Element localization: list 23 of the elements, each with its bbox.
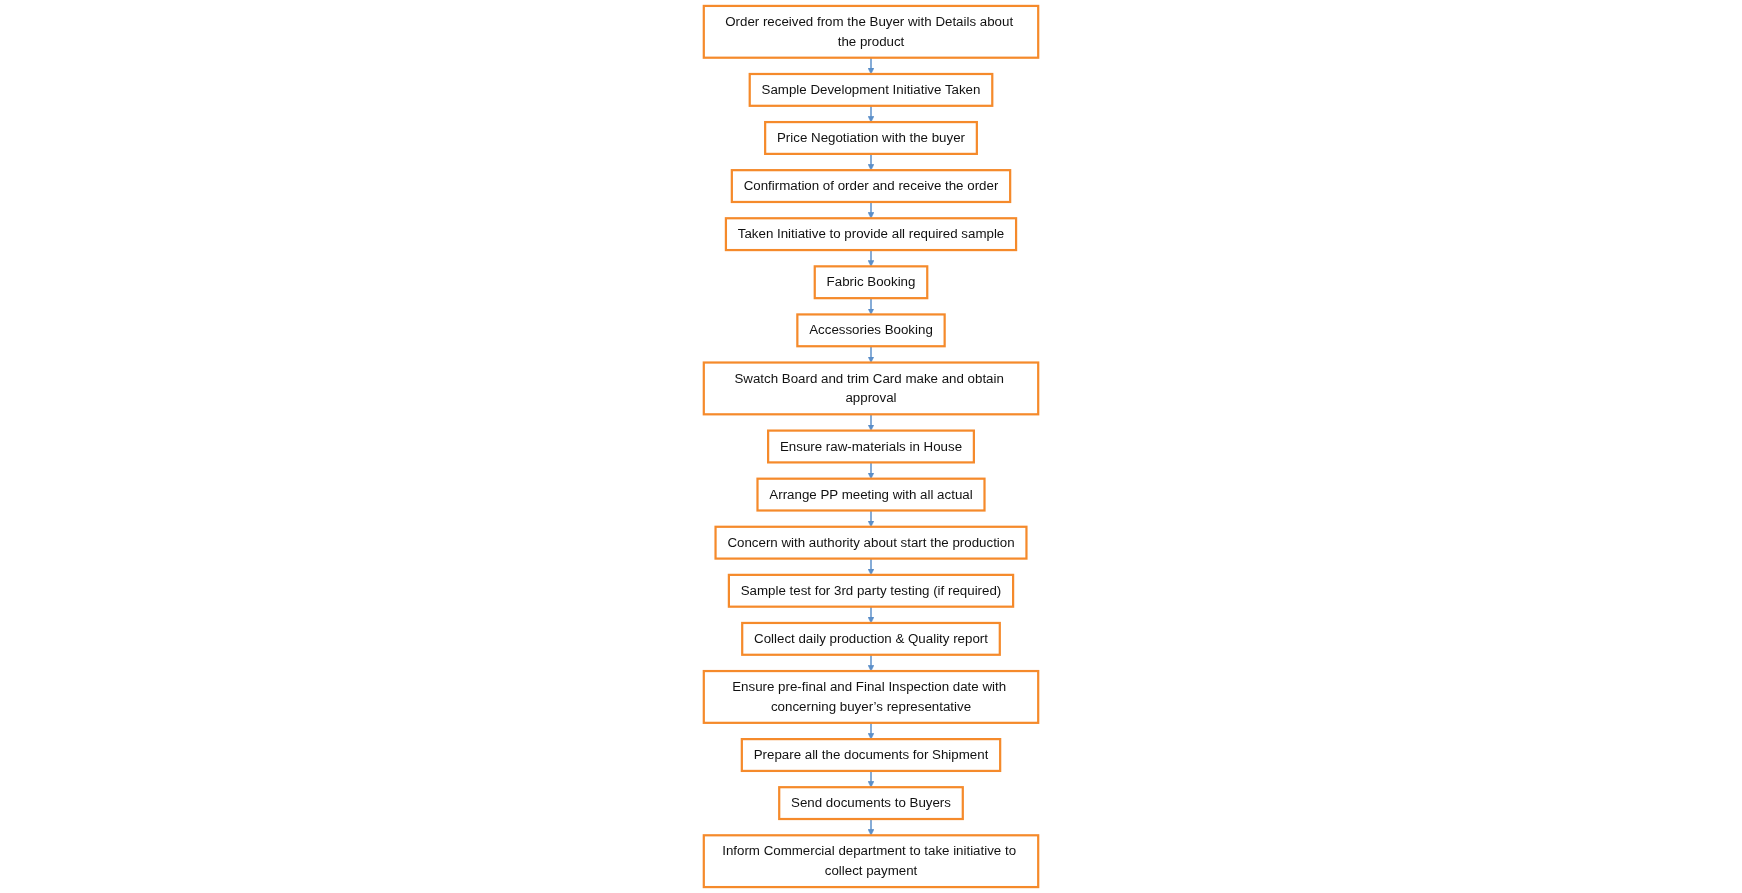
node-box: Collect daily production & Quality report [741, 621, 1001, 656]
node-box: Price Negotiation with the buyer [764, 120, 978, 155]
node-box: Inform Commercial department to take initiative to collect payment [702, 834, 1040, 889]
node-box: Sample test for 3rd party testing (if required) [727, 573, 1015, 608]
node-box: Order received from the Buyer with Details about the product [702, 4, 1040, 59]
node-box: Ensure pre-final and Final Inspection date with concerning buyer’s representative [702, 669, 1040, 724]
node-box: Sample Development Initiative Taken [748, 72, 994, 107]
node-box: Send documents to Buyers [778, 786, 964, 821]
node-box: Ensure raw-materials in House [767, 429, 975, 464]
node-box: Confirmation of order and receive the order [730, 169, 1012, 204]
arrow [867, 153, 875, 171]
node-box: Arrange PP meeting with all actual [756, 477, 986, 512]
arrow [867, 201, 875, 219]
arrow [867, 105, 875, 123]
node-box: Accessories Booking [796, 313, 946, 348]
node-box: Swatch Board and trim Card make and obtain approval [702, 361, 1040, 416]
node-box: Taken Initiative to provide all required sample [724, 217, 1018, 252]
arrow [867, 770, 875, 788]
arrow [867, 654, 875, 672]
arrow [867, 722, 875, 740]
node-box: Concern with authority about start the production [714, 525, 1028, 560]
node-box: Prepare all the documents for Shipment [740, 738, 1002, 773]
node-box: Fabric Booking [813, 265, 929, 300]
